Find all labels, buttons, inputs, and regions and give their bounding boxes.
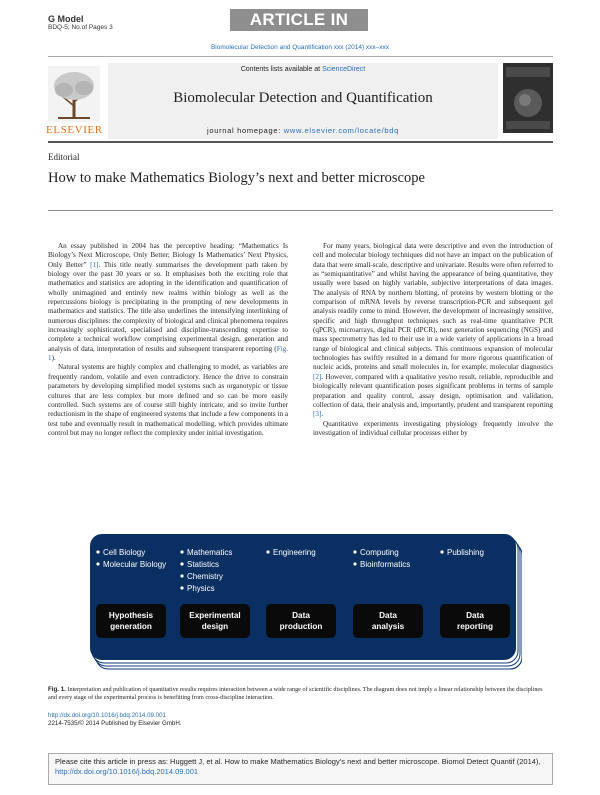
- stage-label: design: [202, 622, 228, 631]
- masthead-divider: [48, 141, 553, 143]
- page-count: No.of Pages 3: [71, 24, 113, 31]
- paragraph: Natural systems are highly complex and c…: [48, 363, 288, 437]
- doi-link[interactable]: http://dx.doi.org/10.1016/j.bdq.2014.09.…: [48, 712, 167, 719]
- reference-link[interactable]: [1]: [90, 260, 99, 269]
- stage-label-box: [180, 604, 250, 638]
- sciencedirect-link[interactable]: ScienceDirect: [322, 66, 366, 73]
- stage-item: Publishing: [447, 548, 484, 557]
- bullet-icon: [180, 550, 184, 554]
- bullet-icon: [353, 550, 357, 554]
- elsevier-tree-icon: [48, 66, 100, 122]
- stage-label: Data: [379, 611, 397, 620]
- title-divider: [48, 210, 553, 211]
- reference-link[interactable]: [3]: [313, 410, 322, 419]
- stage-item: Mathematics: [187, 548, 232, 557]
- stage-label: generation: [110, 622, 152, 631]
- stage-label: Data: [466, 611, 484, 620]
- bullet-icon: [96, 562, 100, 566]
- stage-label-box: [440, 604, 510, 638]
- stage-item: Cell Biology: [103, 548, 145, 557]
- homepage-link[interactable]: www.elsevier.com/locate/bdq: [283, 126, 399, 135]
- stage-label-box: [353, 604, 423, 638]
- article-code: BDQ-5;: [48, 24, 70, 31]
- contents-line: Contents lists available at ScienceDirec…: [240, 66, 366, 73]
- journal-homepage: journal homepage: www.elsevier.com/locat…: [206, 126, 399, 135]
- stage-label-box: [266, 604, 336, 638]
- issn-line: 2214-7535/© 2014 Published by Elsevier G…: [48, 720, 182, 727]
- cover-image-icon: [503, 63, 553, 133]
- bullet-icon: [180, 562, 184, 566]
- bullet-icon: [96, 550, 100, 554]
- journal-reference[interactable]: Biomolecular Detection and Quantificatio…: [210, 44, 390, 51]
- body-column-left: An essay published in 2004 has the perce…: [48, 242, 288, 438]
- stage-item: Chemistry: [187, 572, 223, 581]
- elsevier-logo: [48, 66, 100, 136]
- doi-block: http://dx.doi.org/10.1016/j.bdq.2014.09.…: [48, 712, 182, 728]
- paragraph: An essay published in 2004 has the perce…: [48, 242, 288, 363]
- stage-item: Molecular Biology: [103, 560, 166, 569]
- bullet-icon: [440, 550, 444, 554]
- journal-cover: [503, 63, 553, 133]
- article-section: Editorial: [48, 152, 80, 162]
- stage-label: production: [280, 622, 323, 631]
- citation-doi-link[interactable]: http://dx.doi.org/10.1016/j.bdq.2014.09.…: [55, 767, 199, 776]
- stage-label: Experimental: [189, 611, 240, 620]
- journal-title: Biomolecular Detection and Quantificatio…: [173, 90, 433, 106]
- stage-label: reporting: [457, 622, 493, 631]
- stage-label: analysis: [372, 622, 405, 631]
- figure-link[interactable]: Fig. 1: [48, 344, 288, 363]
- bullet-icon: [266, 550, 270, 554]
- bullet-icon: [180, 574, 184, 578]
- citation-box: Please cite this article in press as: Hu…: [48, 753, 553, 785]
- stage-item: Physics: [187, 584, 215, 593]
- stage-item: Engineering: [273, 548, 316, 557]
- journal-banner: [108, 63, 498, 139]
- publisher-name: ELSEVIER: [46, 124, 103, 136]
- article-title: How to make Mathematics Biology’s next a…: [48, 170, 425, 186]
- bullet-icon: [353, 562, 357, 566]
- paragraph: For many years, biological data were des…: [313, 242, 553, 419]
- article-in-press-banner: ARTICLE IN PRESS: [230, 9, 368, 51]
- paragraph: Quantitative experiments investigating p…: [313, 419, 553, 437]
- stage-label-box: [96, 604, 166, 638]
- stage-label: Data: [292, 611, 310, 620]
- header-meta: G Model BDQ-5; No.of Pages 3: [48, 14, 113, 32]
- stage-item: Bioinformatics: [360, 560, 410, 569]
- bullet-icon: [180, 586, 184, 590]
- gmodel-label: G Model: [48, 14, 84, 24]
- stage-item: Computing: [360, 548, 399, 557]
- stage-item: Statistics: [187, 560, 219, 569]
- figure-caption: Fig. 1. Interpretation and publication o…: [48, 686, 543, 701]
- reference-link[interactable]: [2]: [313, 372, 322, 381]
- body-column-right: For many years, biological data were des…: [313, 242, 553, 438]
- stage-label: Hypothesis: [109, 611, 154, 620]
- header-divider: [48, 56, 553, 57]
